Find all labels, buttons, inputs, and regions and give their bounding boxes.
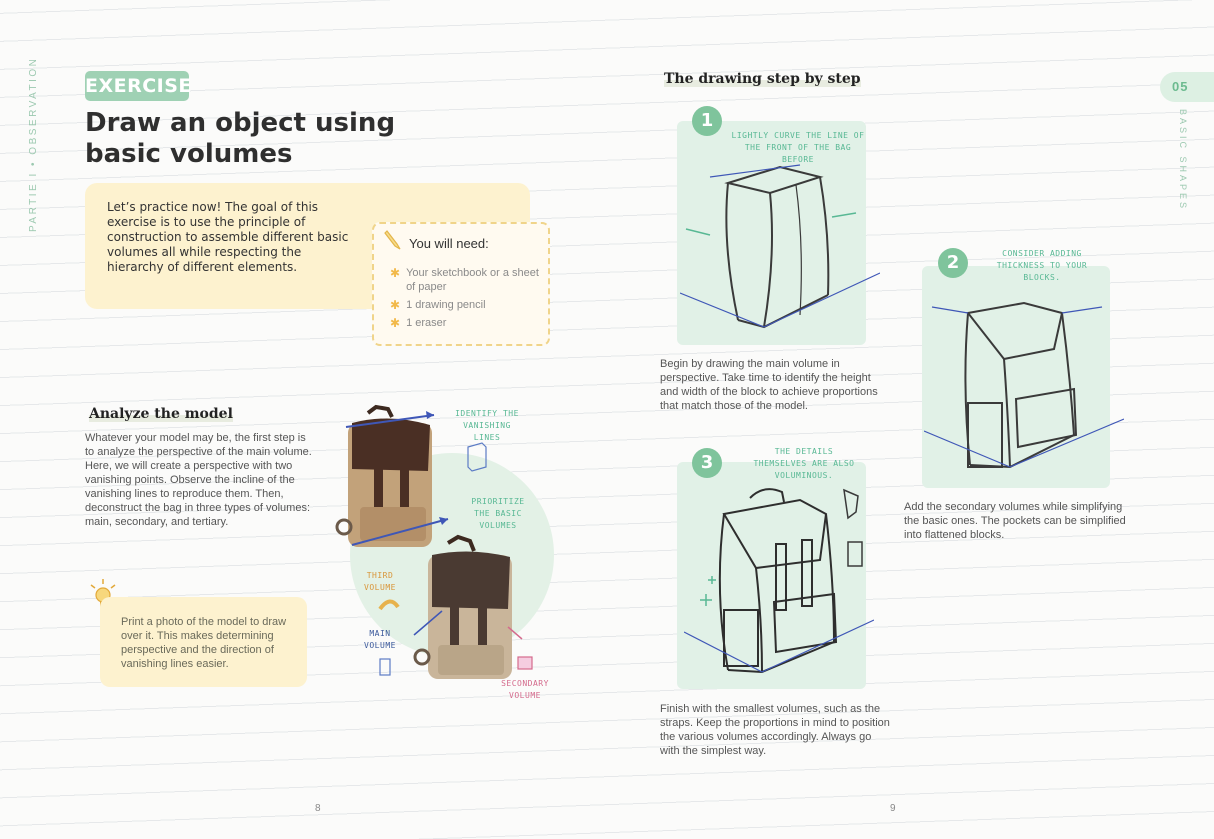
materials-item: 1 drawing pencil bbox=[406, 299, 486, 311]
star-bullet-icon: ✱ bbox=[390, 266, 401, 280]
steps-heading: The drawing step by step bbox=[664, 71, 861, 87]
star-bullet-icon: ✱ bbox=[390, 298, 401, 312]
step-1-note: LIGHTLY CURVE THE LINE OF THE FRONT OF T… bbox=[731, 131, 865, 164]
exercise-badge: EXERCISE bbox=[85, 71, 191, 101]
tip-box bbox=[100, 597, 307, 687]
part-side-label-text: PARTIE I • OBSERVATION bbox=[28, 56, 39, 232]
materials-item: Your sketchbook or a sheet of paper bbox=[406, 267, 539, 293]
materials-item: 1 eraser bbox=[406, 317, 447, 329]
backpack-photo-front bbox=[413, 534, 512, 679]
main-volume-icon bbox=[379, 658, 391, 676]
analyze-text: Whatever your model may be, the first st… bbox=[85, 432, 312, 528]
intro-text: Let’s practice now! The goal of this exe… bbox=[107, 200, 349, 274]
step-1-number: 1 bbox=[692, 106, 722, 136]
star-bullet-icon: ✱ bbox=[390, 316, 401, 330]
step-3-note: THE DETAILS THEMSELVES ARE ALSO VOLUMINO… bbox=[753, 447, 855, 480]
materials-title: You will need: bbox=[409, 236, 489, 251]
backpack-model-illustration bbox=[335, 404, 554, 679]
materials-list: ✱ Your sketchbook or a sheet of paper ✱ … bbox=[390, 266, 540, 330]
secondary-volume-icon bbox=[517, 656, 533, 670]
analyze-heading: Analyze the model bbox=[89, 406, 233, 422]
vanishing-cube-icon bbox=[467, 442, 487, 472]
chapter-tab: 05 bbox=[1160, 72, 1214, 102]
list-item: ✱ 1 drawing pencil bbox=[390, 298, 540, 312]
backpack-photo-back bbox=[335, 404, 432, 547]
step-2-number: 2 bbox=[938, 248, 968, 278]
materials-box bbox=[372, 222, 550, 346]
step-3-text: Finish with the smallest volumes, such a… bbox=[660, 703, 890, 757]
step-1-text: Begin by drawing the main volume in pers… bbox=[660, 358, 878, 412]
prioritize-annotation: PRIORITIZE THE BASIC VOLUMES bbox=[471, 497, 525, 530]
secondary-volume-annotation: SECONDARY VOLUME bbox=[501, 679, 549, 700]
main-volume-annotation: MAIN VOLUME bbox=[364, 629, 396, 650]
list-item: ✱ 1 eraser bbox=[390, 316, 540, 330]
step-3-sketch bbox=[684, 488, 874, 674]
step-3-panel bbox=[677, 462, 866, 689]
page-number-right: 9 bbox=[890, 803, 896, 814]
third-volume-annotation: THIRD VOLUME bbox=[364, 571, 396, 592]
page-number-left: 8 bbox=[315, 803, 321, 814]
list-item: ✱ Your sketchbook or a sheet of paper bbox=[390, 266, 540, 294]
identify-annotation: IDENTIFY THE VANISHING LINES bbox=[455, 409, 519, 442]
step-2-note: CONSIDER ADDING THICKNESS TO YOUR BLOCKS… bbox=[996, 249, 1088, 282]
page-title: Draw an object using basic volumes bbox=[85, 108, 396, 169]
step-2-panel bbox=[922, 266, 1110, 488]
step-1-sketch bbox=[680, 164, 880, 329]
chapter-side-label-text: BASIC SHAPES bbox=[1178, 108, 1188, 212]
pencil-icon bbox=[384, 230, 401, 250]
tip-text: Print a photo of the model to draw over … bbox=[121, 616, 287, 670]
third-volume-icon bbox=[378, 599, 400, 611]
step-2-sketch bbox=[924, 301, 1124, 469]
step-3-number: 3 bbox=[692, 448, 722, 478]
step-2-text: Add the secondary volumes while simplify… bbox=[904, 501, 1126, 541]
part-side-label: PARTIE I • OBSERVATION bbox=[28, 56, 44, 235]
